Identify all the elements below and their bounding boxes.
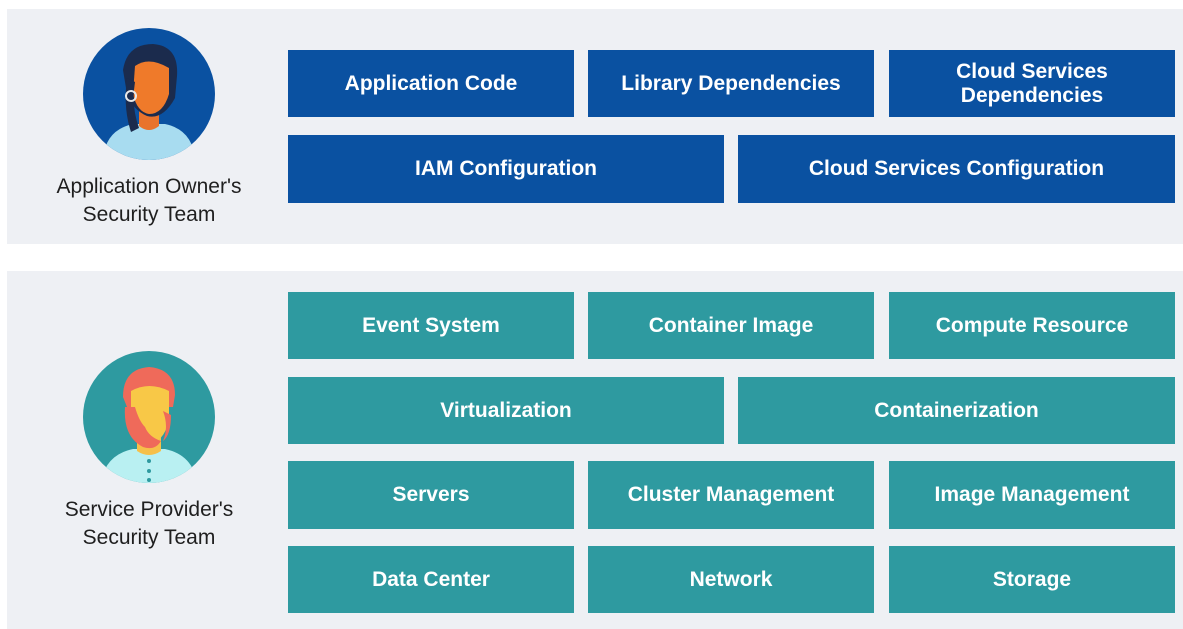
box-label: Container Image bbox=[648, 313, 814, 337]
box-label: Image Management bbox=[934, 483, 1130, 506]
team-label-line: Security Team bbox=[82, 203, 216, 226]
cloud-services-dependencies-box: Cloud Services Dependencies bbox=[889, 50, 1175, 117]
application-code-box: Application Code bbox=[288, 50, 574, 117]
box-label: Compute Resource bbox=[935, 313, 1129, 337]
network-box: Network bbox=[588, 546, 874, 613]
box-label: Event System bbox=[362, 313, 500, 337]
iam-configuration-box: IAM Configuration bbox=[288, 135, 724, 203]
team-label-line: Service Provider's bbox=[64, 498, 234, 521]
bearded-man-avatar-icon bbox=[83, 351, 215, 483]
data-center-box: Data Center bbox=[288, 546, 574, 613]
container-image-box: Container Image bbox=[588, 292, 874, 359]
box-label: IAM Configuration bbox=[415, 157, 597, 180]
box-label: Application Code bbox=[344, 71, 518, 95]
box-label: Storage bbox=[992, 567, 1072, 591]
containerization-box: Containerization bbox=[738, 377, 1175, 444]
box-label: Servers bbox=[392, 483, 470, 506]
servers-box: Servers bbox=[288, 461, 574, 529]
box-label: Cluster Management bbox=[627, 483, 835, 506]
service-provider-label: Service Provider's Security Team bbox=[29, 496, 269, 552]
box-label: Library Dependencies bbox=[621, 71, 841, 95]
box-label: Data Center bbox=[372, 567, 490, 591]
box-label: Cloud Services Configuration bbox=[808, 157, 1105, 180]
library-dependencies-box: Library Dependencies bbox=[588, 50, 874, 117]
virtualization-box: Virtualization bbox=[288, 377, 724, 444]
application-owner-label: Application Owner's Security Team bbox=[29, 173, 269, 229]
woman-avatar-icon bbox=[83, 28, 215, 160]
cloud-services-configuration-box: Cloud Services Configuration bbox=[738, 135, 1175, 203]
team-label-line: Application Owner's bbox=[56, 175, 242, 198]
box-label: Cloud Services bbox=[956, 59, 1108, 83]
box-label: Containerization bbox=[874, 398, 1039, 422]
image-management-box: Image Management bbox=[889, 461, 1175, 529]
box-label: Virtualization bbox=[440, 398, 572, 422]
event-system-box: Event System bbox=[288, 292, 574, 359]
team-label-line: Security Team bbox=[82, 526, 216, 549]
storage-box: Storage bbox=[889, 546, 1175, 613]
box-label: Dependencies bbox=[960, 83, 1104, 107]
compute-resource-box: Compute Resource bbox=[889, 292, 1175, 359]
box-label: Network bbox=[689, 567, 773, 591]
cluster-management-box: Cluster Management bbox=[588, 461, 874, 529]
